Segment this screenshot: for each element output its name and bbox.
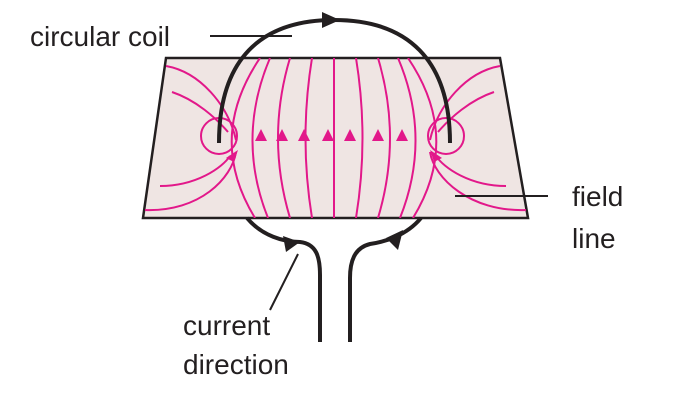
field-line-left-outer-3 — [171, 91, 229, 133]
field-arrow-icon — [276, 129, 288, 141]
field-line-right-outer-1 — [429, 65, 501, 141]
field-arrow-icon — [298, 129, 310, 141]
coil-arrow-top-icon — [322, 12, 340, 28]
field-arrow-icon — [372, 129, 384, 141]
field-arrow-icon — [322, 129, 334, 141]
label-current: current — [183, 310, 270, 341]
coil-lower-left — [245, 216, 322, 342]
leader-current — [269, 253, 299, 311]
field-line-right-outer-3 — [437, 91, 495, 133]
field-arrow-icon — [255, 129, 267, 141]
field-arrow-icon — [226, 150, 238, 162]
field-line-right-outer-4 — [435, 155, 507, 187]
field-line-right-1 — [355, 58, 364, 218]
field-loop-right — [427, 117, 465, 155]
field-arrow-icon — [396, 129, 408, 141]
field-line-right-outer-2 — [429, 151, 527, 212]
field-arrow-icon — [430, 150, 442, 162]
current-arrow-left-icon — [283, 236, 300, 252]
field-line-right-3 — [397, 58, 417, 218]
label-field: field — [572, 181, 623, 212]
field-line-left-outer-1 — [165, 65, 237, 141]
label-direction: direction — [183, 349, 289, 380]
coil-lower-right — [348, 216, 423, 342]
label-line: line — [572, 223, 616, 254]
field-line-left-outer-4 — [159, 155, 231, 187]
field-line-left-4 — [230, 58, 261, 218]
current-arrow-right-icon — [386, 230, 403, 250]
field-line-left-3 — [251, 58, 271, 218]
field-line-right-2 — [377, 58, 391, 218]
field-arrow-icon — [344, 129, 356, 141]
field-line-right-4 — [407, 58, 438, 218]
label-circular-coil: circular coil — [30, 21, 170, 52]
field-arrows — [226, 129, 442, 162]
